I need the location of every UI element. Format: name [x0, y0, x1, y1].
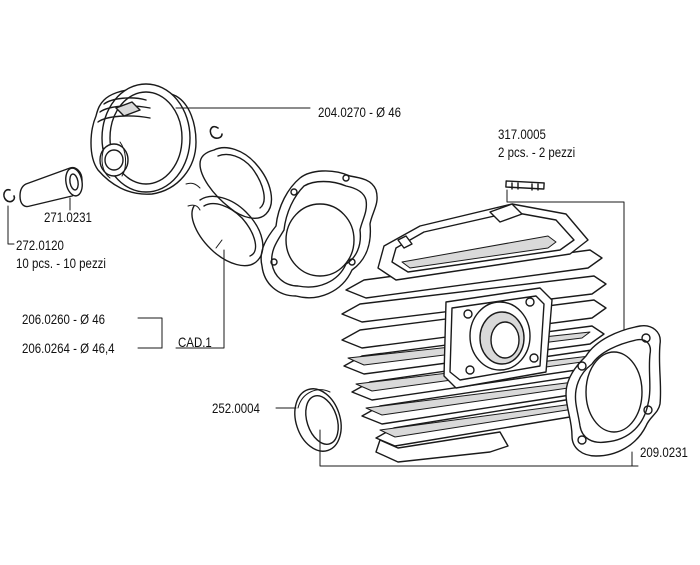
piston-pin-271-0231	[19, 166, 83, 211]
label-stud: 317.0005	[498, 126, 546, 142]
label-oring: 252.0004	[212, 400, 260, 416]
label-cad: CAD.1	[178, 334, 212, 350]
cylinder	[341, 203, 607, 463]
base-gasket	[260, 170, 378, 299]
label-clip-qty: 10 pcs. - 10 pezzi	[16, 255, 106, 271]
label-piston: 204.0270 - Ø 46	[318, 104, 401, 120]
label-head-gasket: 209.0231	[640, 444, 688, 460]
piston-rings	[185, 146, 273, 267]
label-clip: 272.0120	[16, 237, 64, 253]
label-pin: 271.0231	[44, 209, 92, 225]
head-gasket-209-0231	[565, 325, 662, 457]
leader-lines	[7, 107, 639, 467]
label-stud-qty: 2 pcs. - 2 pezzi	[498, 144, 576, 160]
stud-317-0005	[505, 180, 625, 343]
circlip-top	[209, 125, 223, 139]
label-ring-46: 206.0260 - Ø 46	[22, 311, 105, 327]
o-ring-252-0004	[294, 388, 342, 452]
label-ring-464: 206.0264 - Ø 46,4	[22, 340, 115, 356]
piston-204-0270	[90, 83, 197, 195]
circlip-272-0120	[3, 188, 16, 203]
